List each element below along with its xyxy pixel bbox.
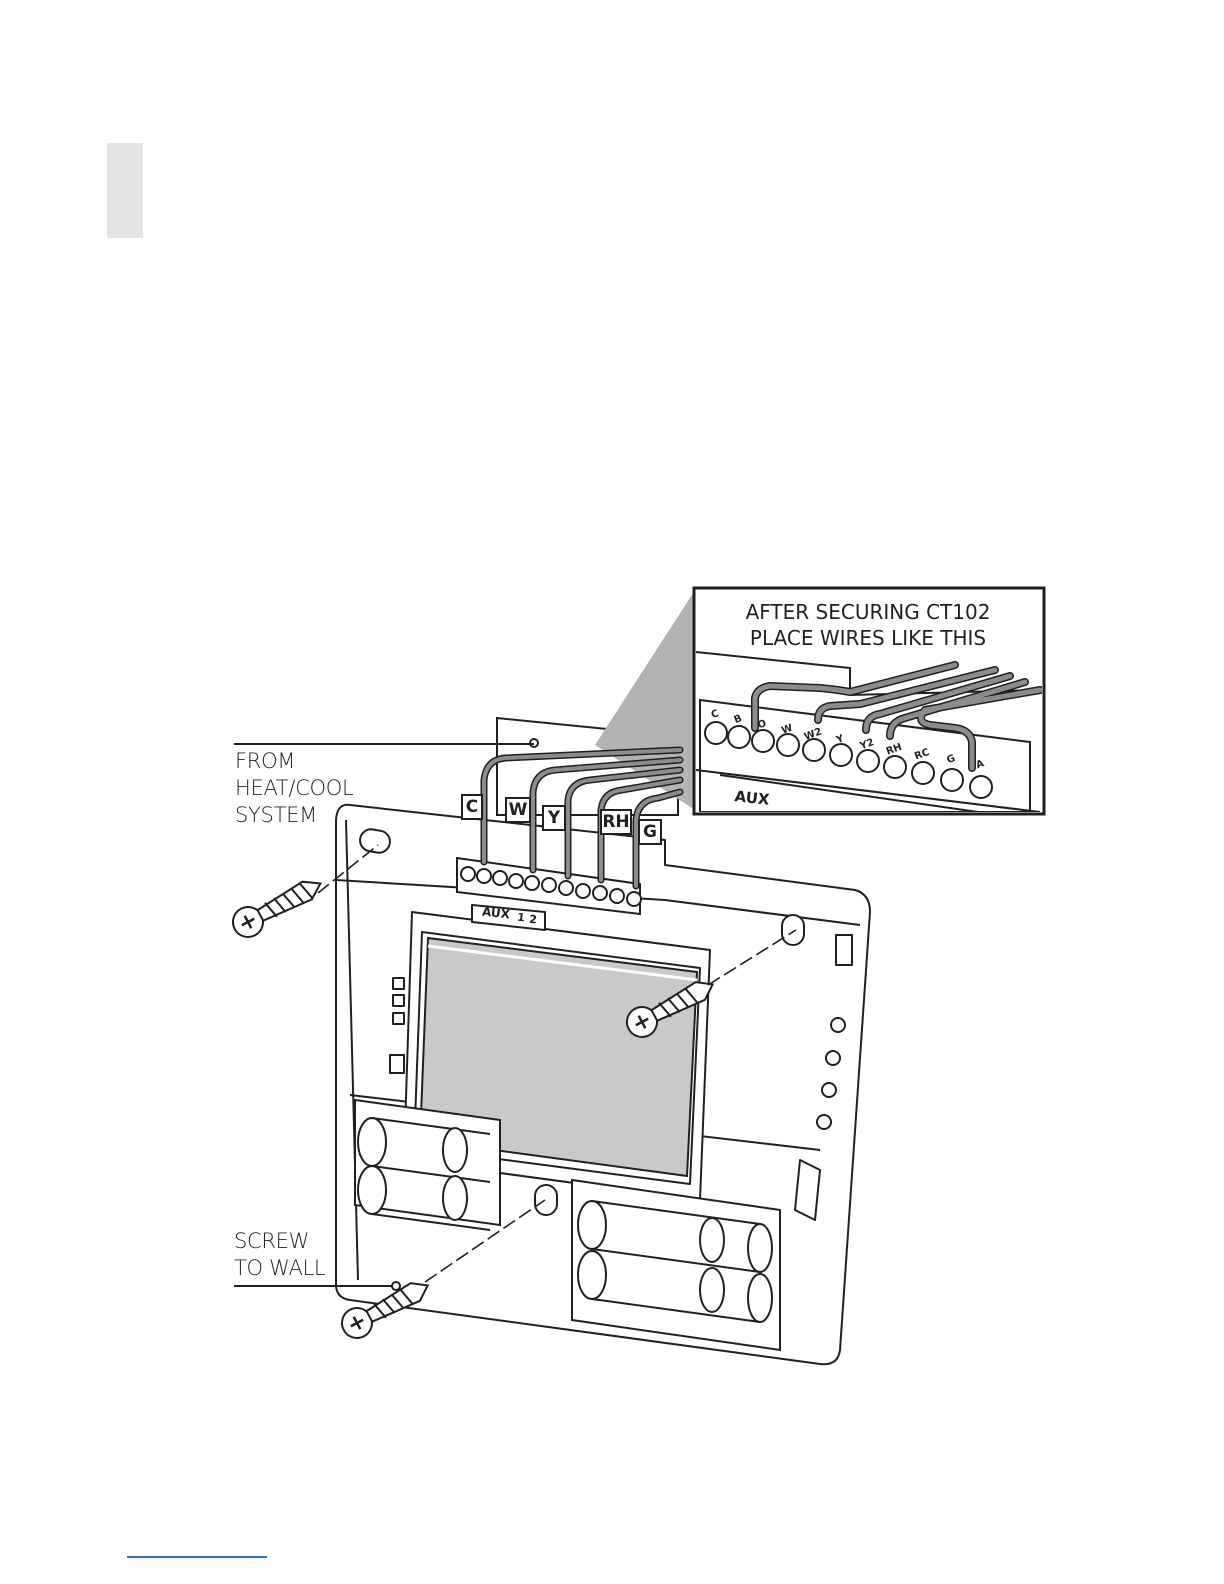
terminal-tag-g: G [639,822,661,842]
from-system-line3: SYSTEM [235,802,317,829]
footer-rule [127,1556,267,1558]
inset-title-line2: PLACE WIRES LIKE THIS [696,625,1040,651]
terminal-tag-w: W [506,800,530,820]
inset-title-line1: AFTER SECURING CT102 [696,599,1040,625]
terminal-tag-rh: RH [601,812,631,832]
board-aux-num-2: 2 [527,914,538,927]
screw-line2: TO WALL [234,1255,325,1282]
inset-aux-label: AUX [733,788,771,809]
from-system-line2: HEAT/COOL [235,775,353,802]
from-system-line1: FROM [235,748,295,775]
screw-left [228,870,328,942]
terminal-tag-c: C [462,797,482,817]
terminal-tag-y: Y [543,808,565,828]
board-aux-num-1: 1 [515,912,526,925]
screw-line1: SCREW [234,1228,309,1255]
